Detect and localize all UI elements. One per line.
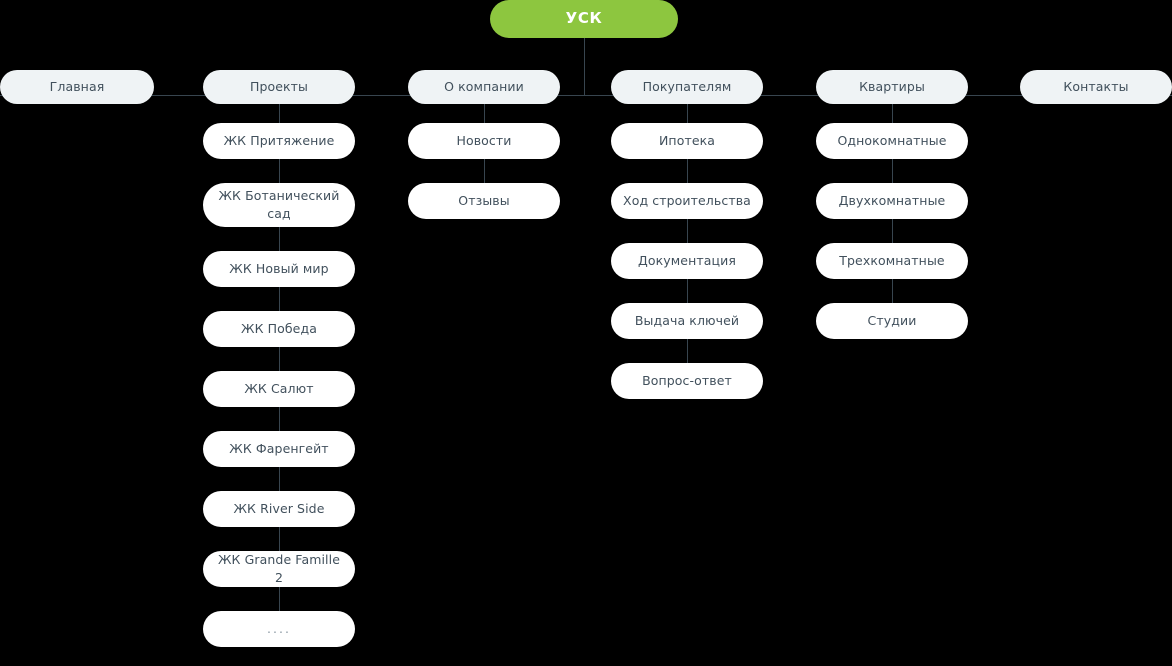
connector-link-proekty-2: [279, 287, 280, 311]
connector-link-o-kompanii-0: [484, 159, 485, 183]
connector-link-proekty-6: [279, 527, 280, 551]
child-node-proekty-1[interactable]: ЖК Ботанический сад: [203, 183, 355, 227]
child-node-kvartiry-1[interactable]: Двухкомнатные: [816, 183, 968, 219]
child-node-proekty-8[interactable]: ....: [203, 611, 355, 647]
child-node-proekty-7[interactable]: ЖК Grande Famille 2: [203, 551, 355, 587]
connector-link-pokupatelyam-1: [687, 219, 688, 243]
child-node-proekty-4[interactable]: ЖК Салют: [203, 371, 355, 407]
connector-link-pokupatelyam-3: [687, 339, 688, 363]
child-node-pokupatelyam-0[interactable]: Ипотека: [611, 123, 763, 159]
connector-root-stem: [584, 38, 585, 95]
connector-stem-kvartiry: [892, 104, 893, 123]
connector-link-kvartiry-2: [892, 279, 893, 303]
connector-link-kvartiry-1: [892, 219, 893, 243]
connector-stem-o-kompanii: [484, 104, 485, 123]
connector-link-proekty-1: [279, 227, 280, 251]
child-node-kvartiry-0[interactable]: Однокомнатные: [816, 123, 968, 159]
connector-link-kvartiry-0: [892, 159, 893, 183]
connector-stem-proekty: [279, 104, 280, 123]
child-node-proekty-3[interactable]: ЖК Победа: [203, 311, 355, 347]
child-node-pokupatelyam-2[interactable]: Документация: [611, 243, 763, 279]
connector-link-proekty-5: [279, 467, 280, 491]
nav-node-pokupatelyam[interactable]: Покупателям: [611, 70, 763, 104]
child-node-kvartiry-3[interactable]: Студии: [816, 303, 968, 339]
child-node-o-kompanii-1[interactable]: Отзывы: [408, 183, 560, 219]
nav-node-o-kompanii[interactable]: О компании: [408, 70, 560, 104]
child-node-proekty-6[interactable]: ЖК River Side: [203, 491, 355, 527]
nav-node-glavnaya[interactable]: Главная: [0, 70, 154, 104]
child-node-o-kompanii-0[interactable]: Новости: [408, 123, 560, 159]
nav-node-kvartiry[interactable]: Квартиры: [816, 70, 968, 104]
child-node-proekty-0[interactable]: ЖК Притяжение: [203, 123, 355, 159]
child-node-kvartiry-2[interactable]: Трехкомнатные: [816, 243, 968, 279]
connector-link-pokupatelyam-0: [687, 159, 688, 183]
nav-node-proekty[interactable]: Проекты: [203, 70, 355, 104]
connector-link-proekty-3: [279, 347, 280, 371]
connector-stem-pokupatelyam: [687, 104, 688, 123]
child-node-proekty-5[interactable]: ЖК Фаренгейт: [203, 431, 355, 467]
root-node[interactable]: УСК: [490, 0, 678, 38]
connector-link-proekty-7: [279, 587, 280, 611]
child-node-proekty-2[interactable]: ЖК Новый мир: [203, 251, 355, 287]
nav-node-kontakty[interactable]: Контакты: [1020, 70, 1172, 104]
connector-link-proekty-4: [279, 407, 280, 431]
child-node-pokupatelyam-1[interactable]: Ход строительства: [611, 183, 763, 219]
connector-link-pokupatelyam-2: [687, 279, 688, 303]
child-node-pokupatelyam-3[interactable]: Выдача ключей: [611, 303, 763, 339]
child-node-pokupatelyam-4[interactable]: Вопрос-ответ: [611, 363, 763, 399]
connector-top-bus: [0, 95, 1172, 96]
connector-link-proekty-0: [279, 159, 280, 183]
